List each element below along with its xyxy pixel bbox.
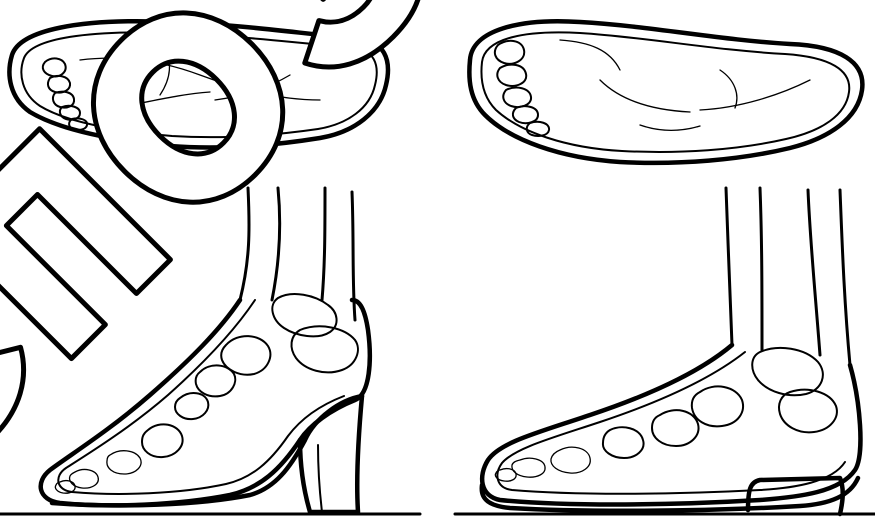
right-sole-print <box>469 21 862 163</box>
right-low-heel-shoe <box>455 188 875 514</box>
